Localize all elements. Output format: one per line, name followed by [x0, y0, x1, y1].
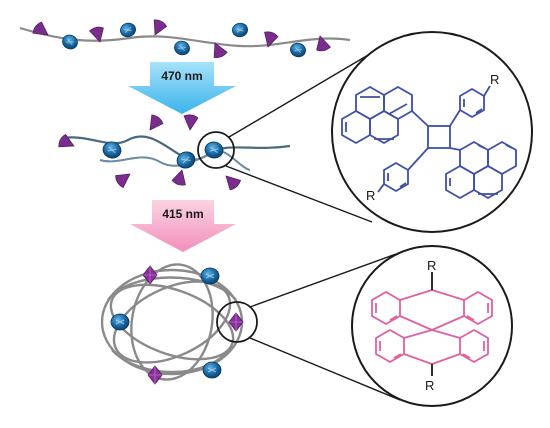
- purple-cone-icon: [183, 114, 199, 131]
- down-arrow-icon: 415 nm: [130, 200, 236, 252]
- blue-chromophore-icon: [202, 361, 222, 379]
- purple-cone-icon: [171, 168, 189, 187]
- purple-cone-icon: [144, 113, 165, 135]
- cyclobutane-dimer-structure: [341, 85, 517, 200]
- blue-chromophore-icon: [118, 21, 138, 39]
- arrow-415nm-label: 415 nm: [162, 207, 203, 221]
- collapsed-polymer-coil: [100, 263, 258, 385]
- blue-chromophore-icon: [172, 38, 192, 58]
- zoom-circle-anthracene-dimer: R R: [351, 245, 513, 407]
- blue-chromophore-icon: [230, 21, 250, 39]
- anthracene-dimer-structure: [371, 272, 493, 376]
- blue-chromophore-icon: [288, 41, 308, 59]
- zoom-focus-circle-top: [197, 131, 235, 169]
- blue-chromophore-icon: [59, 32, 81, 52]
- purple-cone-icon: [57, 132, 78, 152]
- substituent-r-label: R: [490, 72, 499, 87]
- substituent-r-label: R: [425, 378, 434, 393]
- zoom-callout-lines-top: [225, 47, 381, 223]
- purple-cone-icon: [312, 33, 332, 54]
- substituent-r-label: R: [366, 188, 375, 203]
- purple-cone-icon: [31, 20, 53, 41]
- dimerized-polymer-strand: [57, 113, 291, 193]
- zoom-callout-lines-bottom: [249, 253, 401, 401]
- down-arrow-icon: 470 nm: [128, 62, 236, 114]
- zoom-circle-cyclobutane: R R: [331, 31, 533, 233]
- purple-crystal-icon: [142, 265, 158, 285]
- zoom-focus-circle-bottom: [216, 301, 258, 343]
- purple-cone-icon: [112, 167, 135, 189]
- linear-polymer-strand: [19, 18, 351, 61]
- arrow-470nm-label: 470 nm: [161, 69, 202, 83]
- blue-chromophore-icon: [200, 267, 220, 285]
- substituent-r-label: R: [427, 258, 436, 273]
- purple-cone-icon: [149, 18, 169, 39]
- purple-cone-icon: [220, 171, 242, 193]
- blue-chromophore-icon: [110, 313, 130, 331]
